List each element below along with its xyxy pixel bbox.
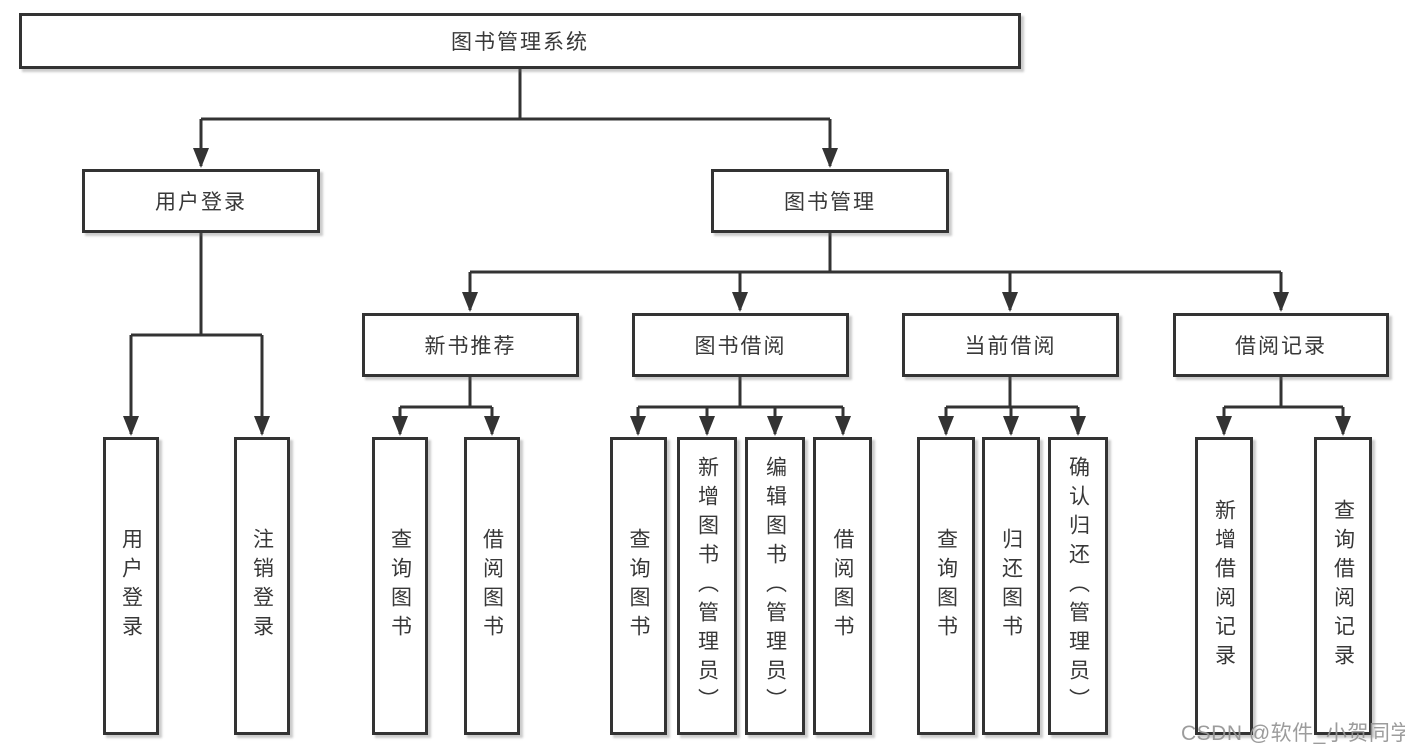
leaf-confirm-return-admin: 确认归还（管理员） — [1048, 437, 1108, 735]
node-label: 当前借阅 — [964, 335, 1057, 358]
connector-book-borrow-children — [630, 377, 851, 436]
node-book-borrow: 图书借阅 — [632, 313, 849, 377]
node-label: 确认归还（管理员） — [1066, 455, 1090, 717]
node-label: 查询图书 — [388, 528, 412, 644]
node-label: 图书管理系统 — [451, 31, 589, 54]
node-label: 查询图书 — [934, 528, 958, 644]
connector-book-management-children — [462, 233, 1289, 312]
leaf-query-books-current: 查询图书 — [917, 437, 975, 735]
node-root-library-system: 图书管理系统 — [19, 13, 1021, 69]
leaf-borrow-books-recommend: 借阅图书 — [464, 437, 520, 735]
leaf-add-books-admin: 新增图书（管理员） — [677, 437, 737, 735]
node-label: 用户登录 — [155, 191, 247, 214]
node-label: 查询图书 — [627, 528, 650, 644]
csdn-watermark: CSDN @软件_小贺同学 — [1181, 722, 1405, 745]
leaf-query-borrow-record: 查询借阅记录 — [1314, 437, 1372, 735]
node-label: 新增图书（管理员） — [695, 455, 719, 717]
leaf-return-books: 归还图书 — [982, 437, 1040, 735]
leaf-add-borrow-record: 新增借阅记录 — [1195, 437, 1253, 735]
node-label: 用户登录 — [119, 528, 143, 644]
node-borrow-records: 借阅记录 — [1173, 313, 1389, 377]
node-label: 归还图书 — [999, 528, 1023, 644]
node-book-management: 图书管理 — [711, 169, 949, 233]
node-user-login: 用户登录 — [82, 169, 320, 233]
node-label: 新书推荐 — [424, 335, 517, 358]
leaf-user-login: 用户登录 — [103, 437, 159, 735]
connector-borrow-records-children — [1216, 377, 1351, 436]
leaf-query-books-borrow: 查询图书 — [610, 437, 667, 735]
node-label: 编辑图书（管理员） — [763, 455, 787, 717]
node-label: 新增借阅记录 — [1212, 499, 1236, 673]
leaf-query-books-recommend: 查询图书 — [372, 437, 428, 735]
node-label: 图书管理 — [784, 191, 876, 214]
node-label: 查询借阅记录 — [1331, 499, 1355, 673]
leaf-borrow-books: 借阅图书 — [813, 437, 872, 735]
node-label: 图书借阅 — [694, 335, 787, 358]
node-new-book-recommend: 新书推荐 — [362, 313, 579, 377]
node-label: 注销登录 — [250, 528, 274, 644]
connector-root-to-level2 — [193, 69, 838, 168]
connector-current-borrow-children — [938, 377, 1086, 436]
connector-user-login-children — [123, 233, 270, 436]
leaf-edit-books-admin: 编辑图书（管理员） — [745, 437, 805, 735]
node-label: 借阅图书 — [831, 528, 854, 644]
node-label: 借阅图书 — [480, 528, 504, 644]
connector-new-book-recommend-children — [392, 377, 500, 436]
leaf-logout: 注销登录 — [234, 437, 290, 735]
node-label: 借阅记录 — [1235, 335, 1327, 358]
node-current-borrow: 当前借阅 — [902, 313, 1119, 377]
